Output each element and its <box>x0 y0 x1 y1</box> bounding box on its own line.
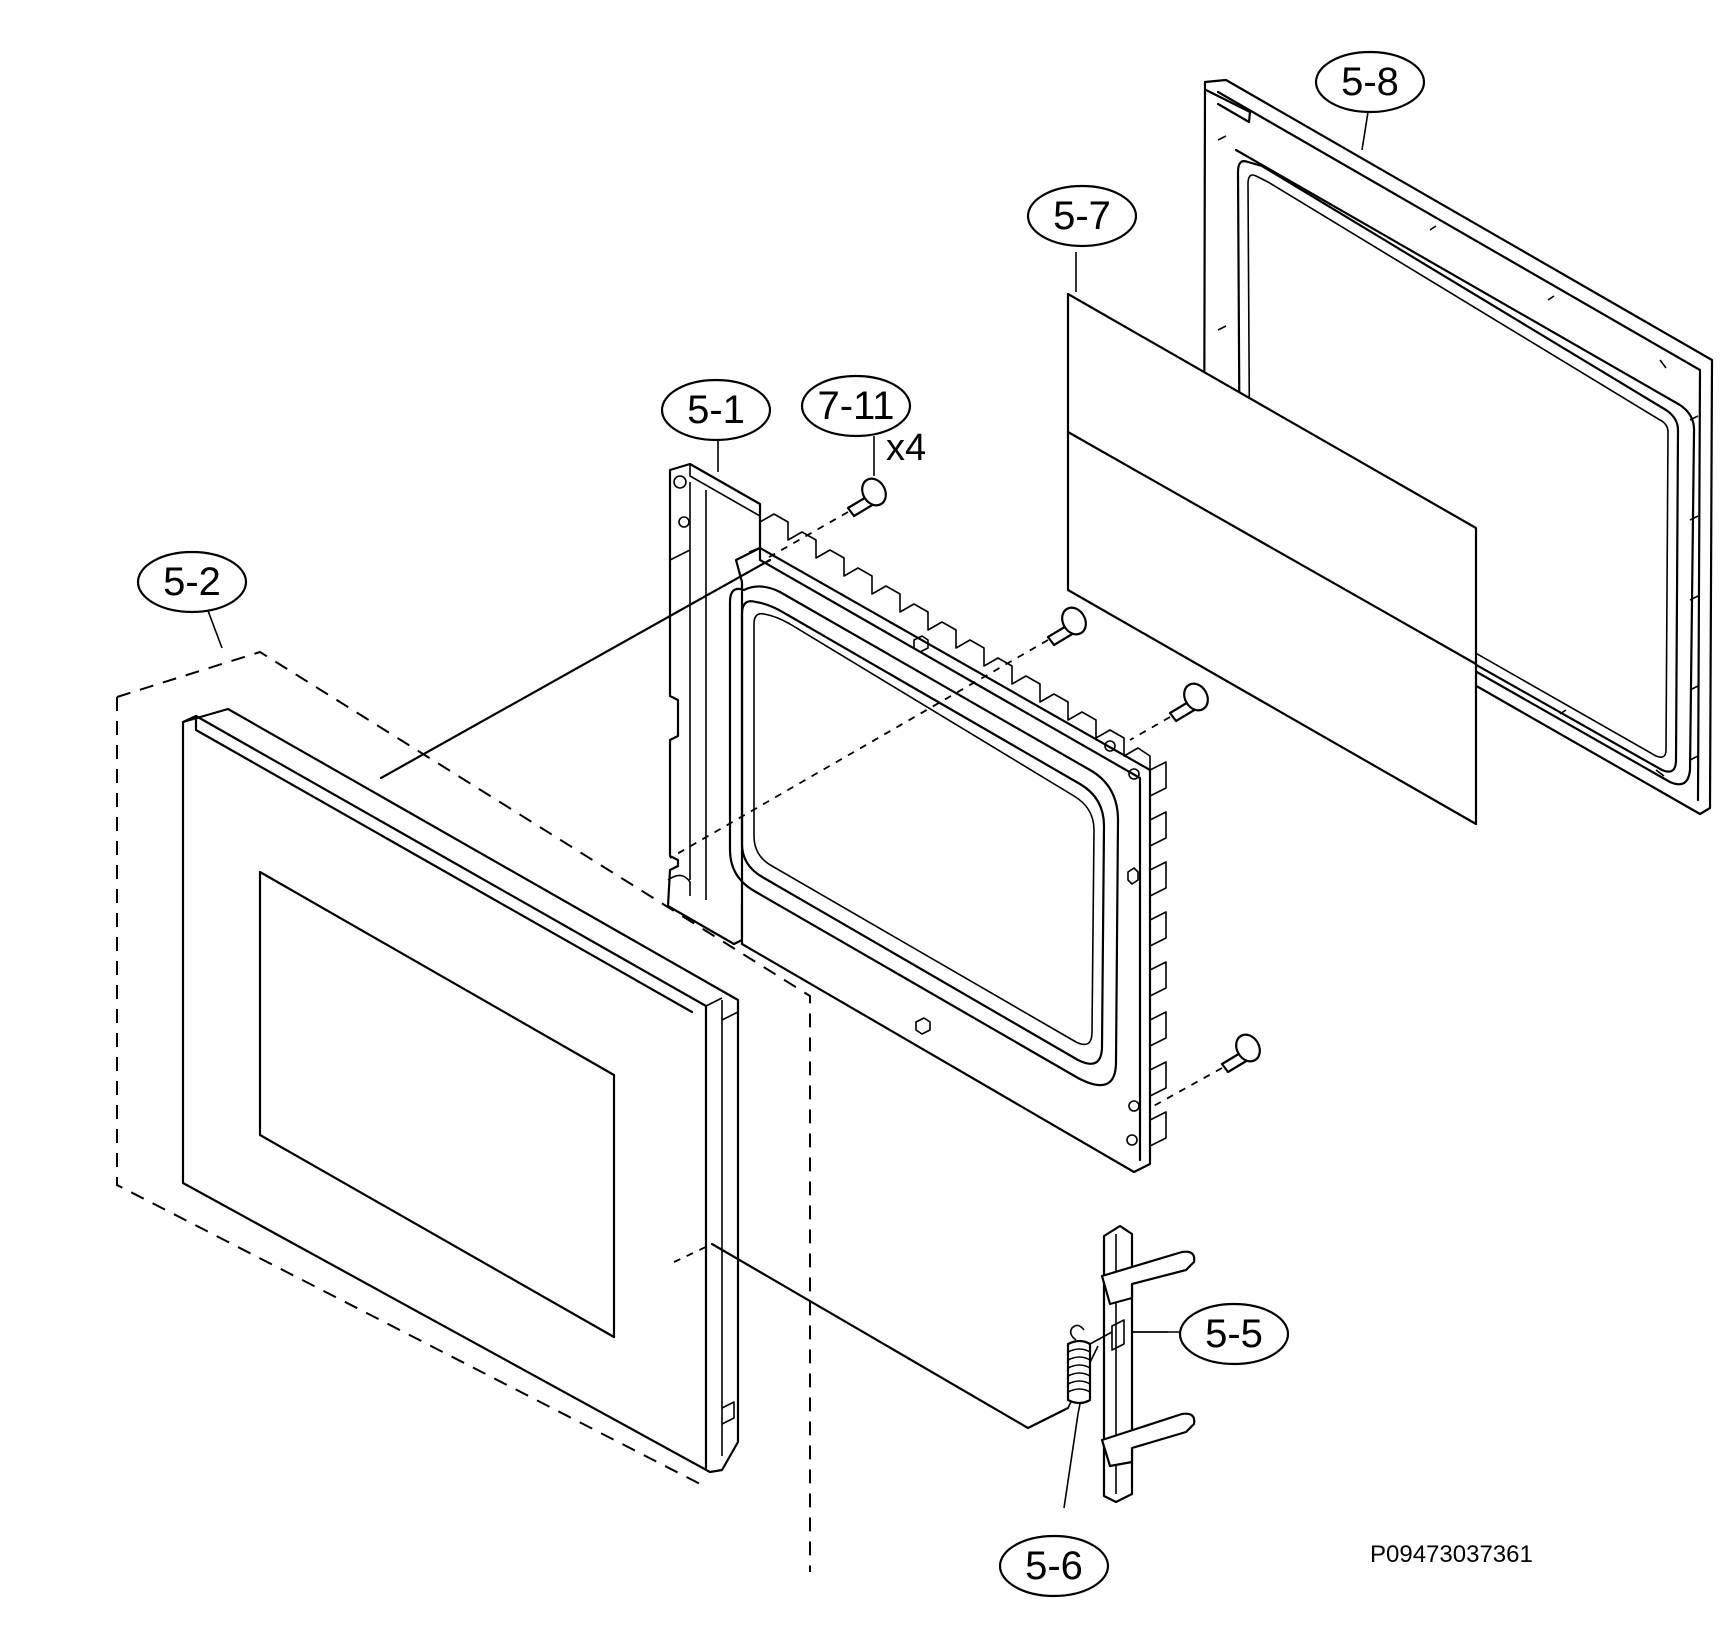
callout-leaders <box>203 111 1369 1333</box>
callout-5-5-label: 5-5 <box>1205 1312 1263 1356</box>
part-5-6-latch-spring <box>1063 1324 1113 1509</box>
part-5-5-latch-head <box>1100 1224 1196 1504</box>
part-5-2-outer-panel <box>116 650 811 1572</box>
drawing-code: P09473037361 <box>1370 1541 1533 1568</box>
callout-7-11-label: 7-11 <box>817 384 894 428</box>
screw-1 <box>846 477 887 518</box>
assembly-lines <box>379 430 1478 1430</box>
part-5-8-door-frame <box>1202 78 1714 816</box>
callout-5-6: 5-6 <box>998 1534 1110 1598</box>
callout-5-2: 5-2 <box>136 550 248 614</box>
callout-5-8: 5-8 <box>1314 50 1426 114</box>
screw-2 <box>1046 606 1087 647</box>
callout-5-7: 5-7 <box>1026 184 1138 248</box>
callout-5-5: 5-5 <box>1178 1302 1290 1366</box>
part-7-11-screws <box>669 477 1261 1109</box>
callout-5-6-label: 5-6 <box>1025 1544 1083 1588</box>
callout-5-7-label: 5-7 <box>1053 194 1111 238</box>
callout-5-8-label: 5-8 <box>1341 60 1399 104</box>
callout-5-1-label: 5-1 <box>687 388 745 432</box>
callout-5-1: 5-1 <box>660 378 772 442</box>
part-5-1-door-panel <box>666 462 1167 1174</box>
callout-5-2-label: 5-2 <box>163 560 221 604</box>
screw-3 <box>1168 682 1209 723</box>
part-5-7-window-sheet <box>1066 292 1478 826</box>
quantity-7-11-label: x4 <box>886 427 926 469</box>
callout-7-11: 7-11 <box>800 374 912 438</box>
screw-4 <box>1220 1033 1261 1074</box>
